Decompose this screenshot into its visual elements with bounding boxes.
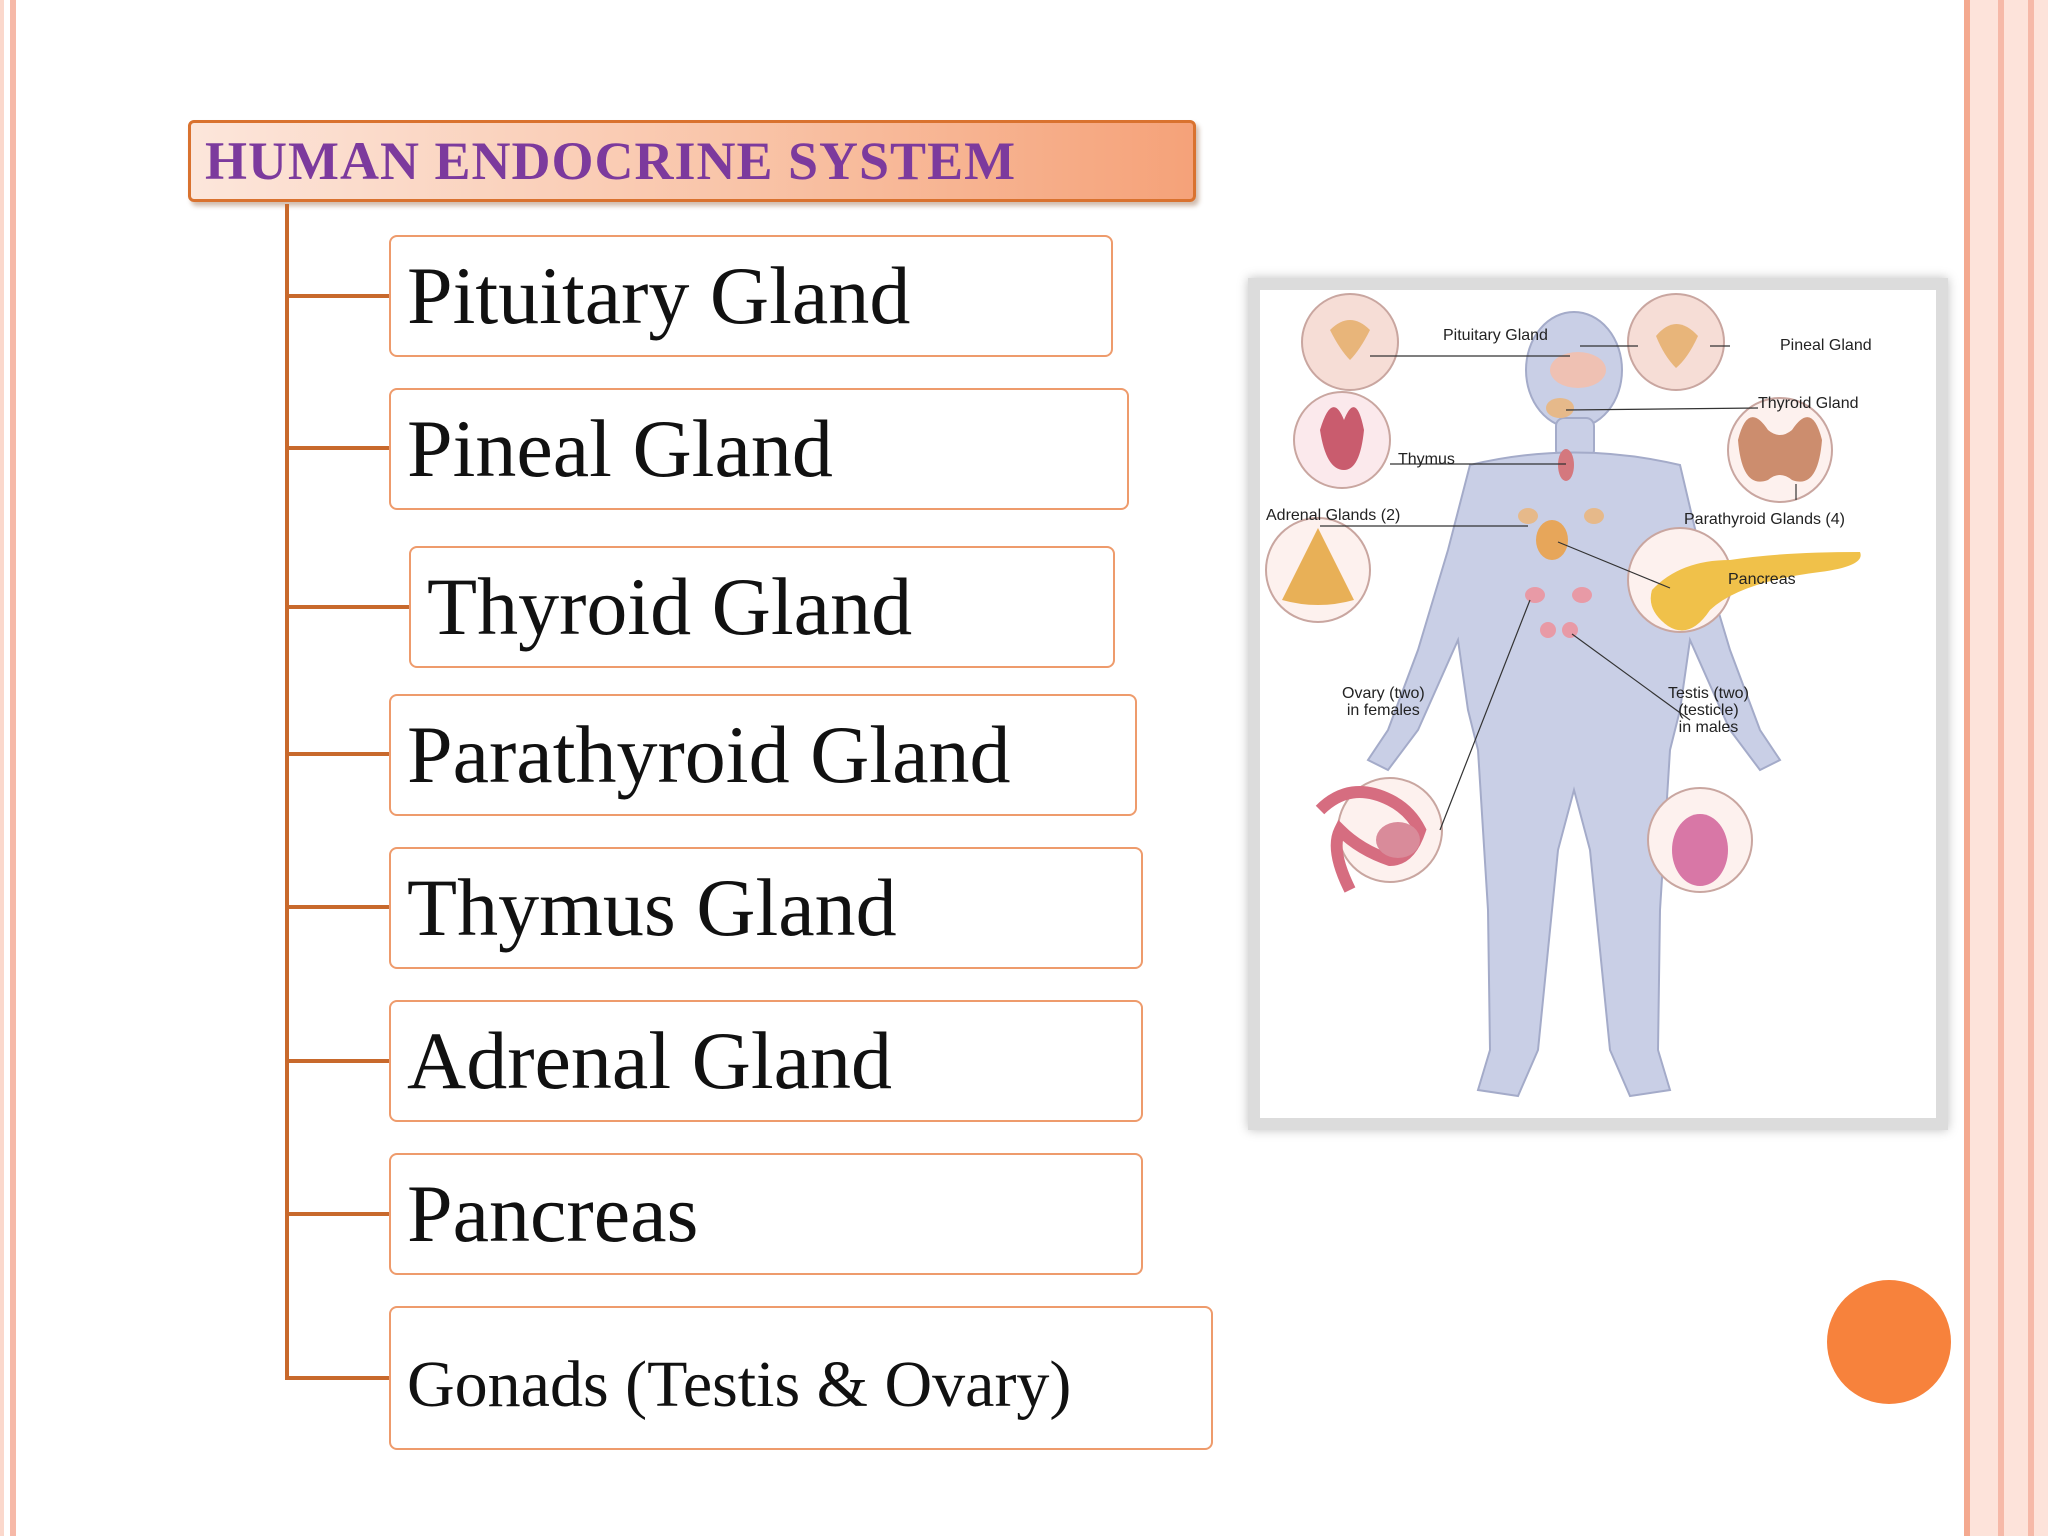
gland-box-adrenal: Adrenal Gland [389,1000,1143,1122]
thymus-organ [1558,449,1574,481]
gland-box-gonads: Gonads (Testis & Ovary) [389,1306,1213,1450]
thyroid-organ [1546,398,1574,418]
diagram-title: HUMAN ENDOCRINE SYSTEM [188,120,1196,202]
tree-branch-line [285,752,389,756]
tree-trunk-line [285,204,289,1380]
figure-label-ovary-line2: in females [1346,701,1420,719]
brain-organ [1550,352,1606,388]
ovary-organ [1525,587,1545,603]
tree-branch-line [285,605,409,609]
figure-label-pancreas: Pancreas [1728,571,1796,588]
figure-label-testis-line3: in males [1678,718,1739,736]
tree-branch-line [285,905,389,909]
right-border-line [1964,0,1970,1536]
figure-label-testis-line1: Testis (two) [1668,685,1749,702]
figure-canvas: Pituitary Gland Pineal Gland Thyroid Gla… [1260,290,1936,1118]
figure-label-testis: Testis (two) (testicle) in males [1668,685,1749,736]
adrenal-organ [1584,508,1604,524]
figure-label-pineal: Pineal Gland [1780,337,1872,354]
leader-lines [1320,345,1797,831]
tree-branch-line [285,446,389,450]
gland-box-thyroid: Thyroid Gland [409,546,1115,668]
gland-box-pineal: Pineal Gland [389,388,1129,510]
tree-branch-line [285,1212,389,1216]
gland-box-pituitary: Pituitary Gland [389,235,1113,357]
gland-box-thymus: Thymus Gland [389,847,1143,969]
left-border-outer [0,0,4,1536]
figure-label-ovary: Ovary (two) in females [1342,685,1425,720]
right-border-line [2028,0,2034,1536]
tree-branch-line [285,1376,389,1380]
gland-box-pancreas: Pancreas [389,1153,1143,1275]
right-border-line [1998,0,2004,1536]
endocrine-anatomy-figure: Pituitary Gland Pineal Gland Thyroid Gla… [1248,278,1948,1130]
tree-branch-line [285,294,389,298]
gland-box-parathyroid: Parathyroid Gland [389,694,1137,816]
tree-branch-line [285,1059,389,1063]
testis-organ [1540,622,1556,638]
figure-label-adrenal: Adrenal Glands (2) [1266,507,1401,524]
figure-label-testis-line2: (testicle) [1678,701,1739,719]
figure-label-ovary-line1: Ovary (two) [1342,685,1425,702]
decorative-orange-circle [1827,1280,1951,1404]
figure-label-thyroid: Thyroid Gland [1758,395,1859,412]
right-border-band [1968,0,2048,1536]
adrenal-organ [1518,508,1538,524]
testis-organ [1562,622,1578,638]
left-border-inner [10,0,16,1536]
figure-label-thymus: Thymus [1398,451,1455,468]
pancreas-organ [1536,520,1568,560]
figure-label-parathyroid: Parathyroid Glands (4) [1684,511,1845,528]
figure-label-pituitary: Pituitary Gland [1443,327,1548,344]
ovary-organ [1572,587,1592,603]
body-illustration [1265,293,1861,1098]
